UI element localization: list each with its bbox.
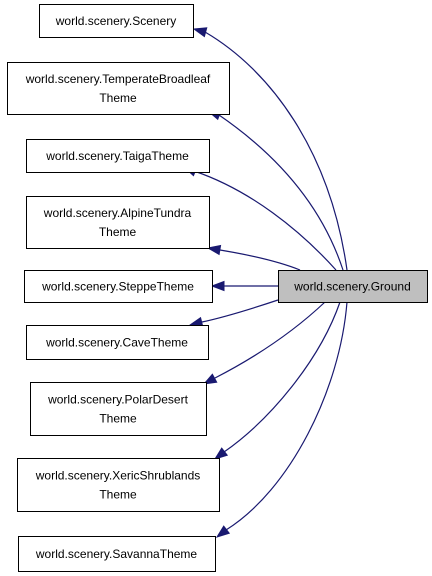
inheritance-edge-3 [219, 249, 301, 271]
class-node-ground[interactable]: world.scenery.Ground [278, 270, 428, 303]
class-node-0-label-0: world.scenery.Scenery [55, 14, 177, 28]
arrowhead-4 [210, 280, 225, 292]
class-node-0-box [39, 4, 194, 38]
inheritance-edge-7 [223, 301, 341, 453]
class-node-2[interactable]: world.scenery.TaigaTheme [26, 139, 210, 173]
inheritance-edge-8 [225, 301, 348, 531]
class-node-6-label-0: world.scenery.PolarDesert [47, 393, 188, 407]
inheritance-edge-5 [201, 299, 279, 323]
arrowhead-6 [202, 373, 218, 385]
class-node-7-box [17, 458, 220, 512]
class-node-3-label-0: world.scenery.AlpineTundra [43, 206, 192, 220]
inheritance-edge-0 [204, 31, 348, 271]
class-node-5-box [26, 325, 209, 360]
class-node-5[interactable]: world.scenery.CaveTheme [26, 325, 209, 360]
class-node-3-box [26, 196, 210, 249]
class-node-4[interactable]: world.scenery.SteppeTheme [24, 270, 213, 303]
nodes-layer: world.scenery.Scenery world.scenery.Tempe… [7, 4, 428, 572]
arrowhead-8 [215, 525, 231, 538]
class-node-1-box [7, 62, 230, 115]
class-node-0[interactable]: world.scenery.Scenery [39, 4, 194, 38]
class-node-2-label-0: world.scenery.TaigaTheme [45, 149, 189, 163]
class-node-8-box [18, 536, 216, 572]
arrowhead-3 [206, 244, 222, 256]
class-node-1-label-0: world.scenery.TemperateBroadleaf [25, 72, 211, 86]
class-node-6-label-1: Theme [99, 412, 137, 426]
class-node-ground-box [278, 270, 428, 303]
class-node-7-label-0: world.scenery.XericShrublands [35, 469, 201, 483]
class-node-8-label-0: world.scenery.SavannaTheme [35, 547, 198, 561]
class-node-ground-label-0: world.scenery.Ground [293, 280, 411, 294]
class-node-4-label-0: world.scenery.SteppeTheme [41, 280, 194, 294]
class-node-3-label-1: Theme [99, 225, 137, 239]
class-node-8[interactable]: world.scenery.SavannaTheme [18, 536, 216, 572]
arrowhead-7 [213, 447, 229, 460]
class-node-4-box [24, 270, 213, 303]
inheritance-edge-1 [218, 114, 344, 271]
class-node-7-label-1: Theme [99, 488, 137, 502]
class-node-2-box [26, 139, 210, 173]
class-node-5-label-0: world.scenery.CaveTheme [45, 336, 188, 350]
arrowhead-0 [192, 27, 208, 38]
class-node-6-box [30, 382, 207, 436]
inheritance-edge-2 [193, 170, 337, 271]
class-node-1-label-1: Theme [99, 91, 137, 105]
inheritance-edge-6 [214, 301, 326, 379]
